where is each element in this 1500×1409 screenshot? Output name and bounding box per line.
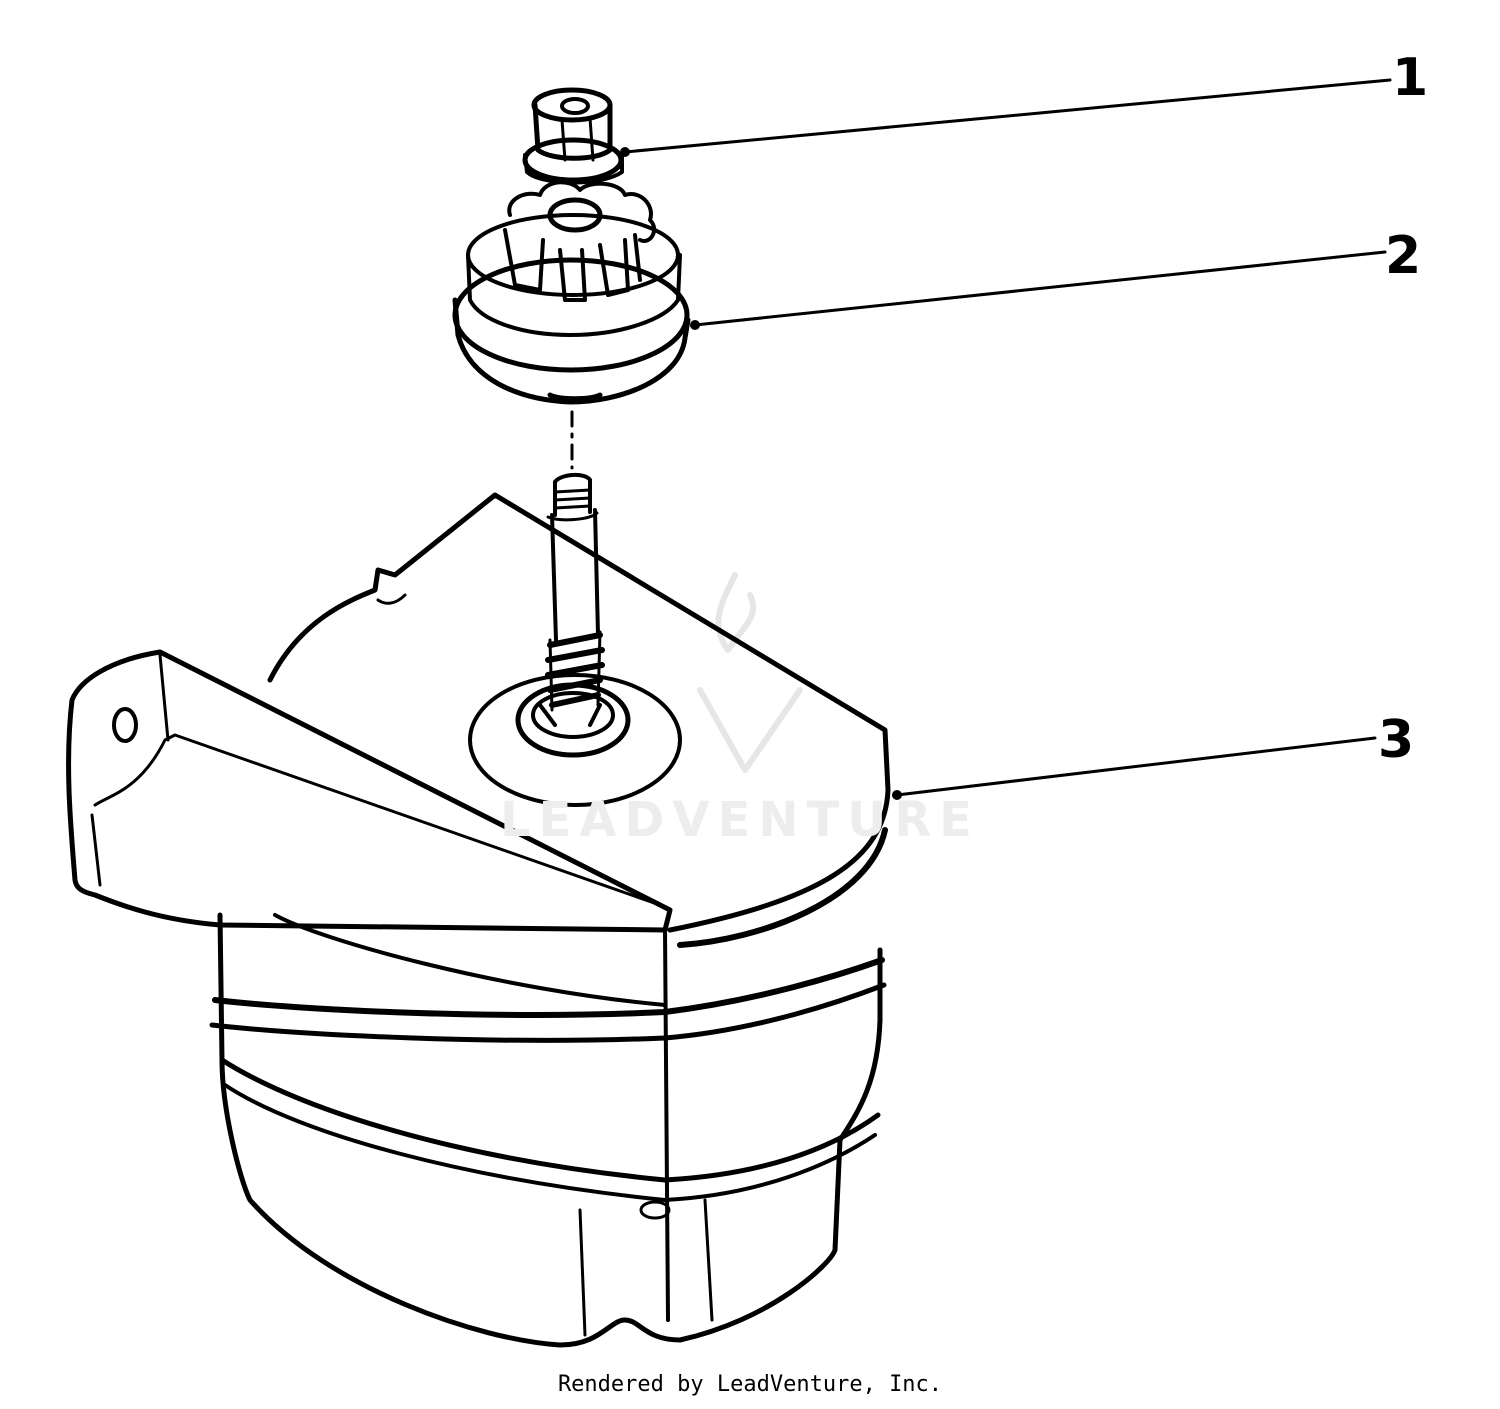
- leader-line-2: [693, 250, 1387, 327]
- watermark-logo: [697, 572, 803, 773]
- starter-motor-drawing: [66, 473, 891, 1348]
- drive-pinion-drawing: [452, 180, 691, 405]
- footer-credit: Rendered by LeadVenture, Inc.: [557, 1372, 943, 1397]
- leader-line-1: [623, 78, 1392, 154]
- callout-number-2[interactable]: 2: [1385, 226, 1422, 286]
- nut-drawing: [522, 87, 624, 185]
- callout-number-3[interactable]: 3: [1378, 710, 1415, 770]
- callout-number-1[interactable]: 1: [1392, 48, 1429, 108]
- watermark-text: LEADVENTURE: [500, 792, 980, 848]
- leader-lines: [623, 78, 1392, 797]
- leader-line-3: [895, 736, 1377, 797]
